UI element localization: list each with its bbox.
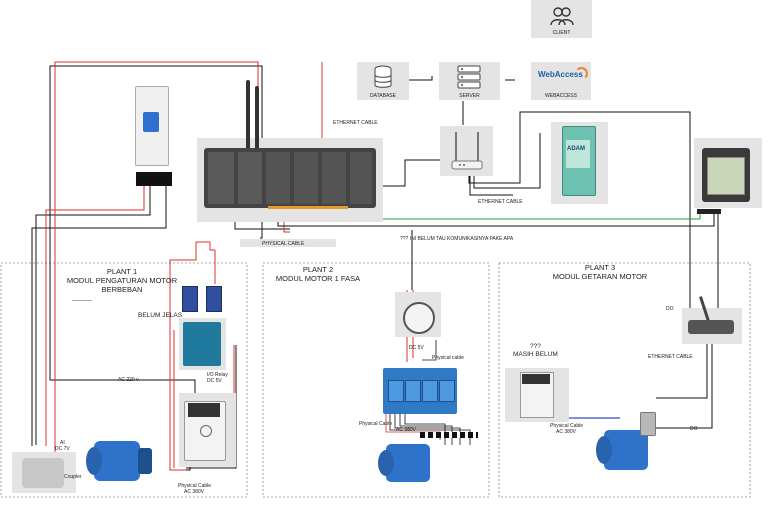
- plc-orange-strip: [268, 206, 348, 209]
- plant3-box: [498, 262, 751, 498]
- plant2-title-2: MODUL MOTOR 1 FASA: [275, 274, 361, 283]
- user-group-icon: [550, 7, 574, 26]
- io-relay-label-1: I/O Relay: [207, 372, 228, 378]
- plant3-inverter-top: [522, 374, 550, 384]
- plc-module-3: [266, 152, 290, 204]
- plc-module-1: [208, 152, 234, 204]
- client-label: CLIENT: [552, 30, 571, 36]
- plant1-title-rule: [72, 300, 92, 301]
- arduino-board: [183, 322, 221, 366]
- plant2-box: [262, 262, 490, 498]
- plant3-note-q: ???: [530, 343, 541, 350]
- plant2-ac: AC 380V: [396, 427, 417, 433]
- plant1-title-2: MODUL PENGATURAN MOTOR: [66, 276, 178, 285]
- client-node[interactable]: [531, 0, 592, 38]
- breaker-switch: [143, 112, 159, 132]
- physical-cable-label: PHYSICAL CABLE: [262, 241, 305, 247]
- adam-module-text: ADAM: [567, 146, 585, 152]
- plc-antenna-right: [255, 86, 259, 150]
- breaker-terminal-block: [136, 172, 172, 186]
- plant3-note: MASIH BELUM: [513, 351, 558, 358]
- black-wires: [31, 65, 719, 471]
- plant1-note: BELUM JELAS: [138, 312, 183, 319]
- plant1-title-1: PLANT 1: [106, 267, 138, 276]
- plant3-title-2: MODUL GETARAN MOTOR: [552, 272, 648, 281]
- io-relay-label-2: DC 5V: [207, 378, 222, 384]
- plant2-motor-face: [378, 450, 394, 476]
- coupler-label: Coupler: [64, 474, 82, 480]
- plant3-do-bottom: DO: [690, 426, 698, 432]
- physical-cable-label-bg: [240, 239, 336, 247]
- plc-module-2: [238, 152, 262, 204]
- relay-2: [405, 380, 421, 402]
- plant1-motor-fan: [138, 448, 152, 474]
- plant3-vibration-sensor: [640, 412, 656, 436]
- plant2-dc5v-1: DC 5V: [409, 345, 424, 351]
- webaccess-logo: WebAccess: [538, 70, 583, 79]
- plant1-physical-label-2: AC 380V: [184, 489, 205, 495]
- plc-module-4: [294, 152, 318, 204]
- plant1-title-3: BERBEBAN: [101, 285, 143, 294]
- relay-3: [422, 380, 438, 402]
- plant3-motor-face: [596, 436, 612, 464]
- ac220-label: AC 220 v: [118, 377, 139, 383]
- gateway-body: [688, 320, 734, 334]
- database-label: DATABASE: [370, 93, 396, 99]
- plant2-title-1: PLANT 2: [302, 265, 334, 274]
- server-label: SERVER: [459, 93, 480, 99]
- communication-note: ??? INI BELUM TAU KOMUNIKASINYA PAKE APA: [400, 236, 514, 242]
- webaccess-label: WEBACCESS: [545, 93, 577, 99]
- energy-meter-device: [403, 302, 435, 334]
- plant3-physical-2: AC 380V: [556, 429, 577, 435]
- ethernet-cable-label-top: ETHERNET CABLE: [333, 120, 378, 126]
- plc-module-5: [322, 152, 346, 204]
- plant1-motor-face: [86, 447, 102, 475]
- plant1-physical-label-1: Physical Cable: [178, 483, 212, 489]
- ai-label-1: AI: [60, 440, 65, 446]
- inverter-top: [188, 403, 220, 417]
- plc-antenna-left: [246, 80, 250, 150]
- plant3-ethernet: ETHERNET CABLE: [648, 354, 693, 360]
- relay-1: [388, 380, 404, 402]
- power-meter-terminals: [697, 209, 721, 214]
- power-meter-screen: [707, 157, 745, 195]
- ethernet-cable-label-mid: ETHERNET CABLE: [478, 199, 523, 205]
- plant2-physical-small: Physical cable: [432, 355, 464, 361]
- plant3-physical-1: Physical Cable: [550, 423, 584, 429]
- sensor-module-right[interactable]: [206, 286, 222, 312]
- plant2-physical-cable: Physical Cable: [359, 421, 393, 427]
- plc-module-6: [350, 152, 372, 204]
- relay-4: [439, 380, 455, 402]
- webaccess-arc-icon: [575, 67, 588, 80]
- plant2-terminal-strip: [420, 432, 478, 438]
- ai-label-2: DC 7V: [55, 446, 70, 452]
- server-icon: [457, 65, 481, 89]
- adam-module-face: [566, 140, 590, 168]
- database-icon: [374, 65, 392, 88]
- inverter-display: [200, 425, 212, 437]
- plant3-do-top: DO: [666, 306, 674, 312]
- sensor-module-left[interactable]: [182, 286, 198, 312]
- plant3-title-1: PLANT 3: [584, 263, 616, 272]
- encoder-device: [22, 458, 64, 488]
- wifi-router-icon: [451, 132, 483, 170]
